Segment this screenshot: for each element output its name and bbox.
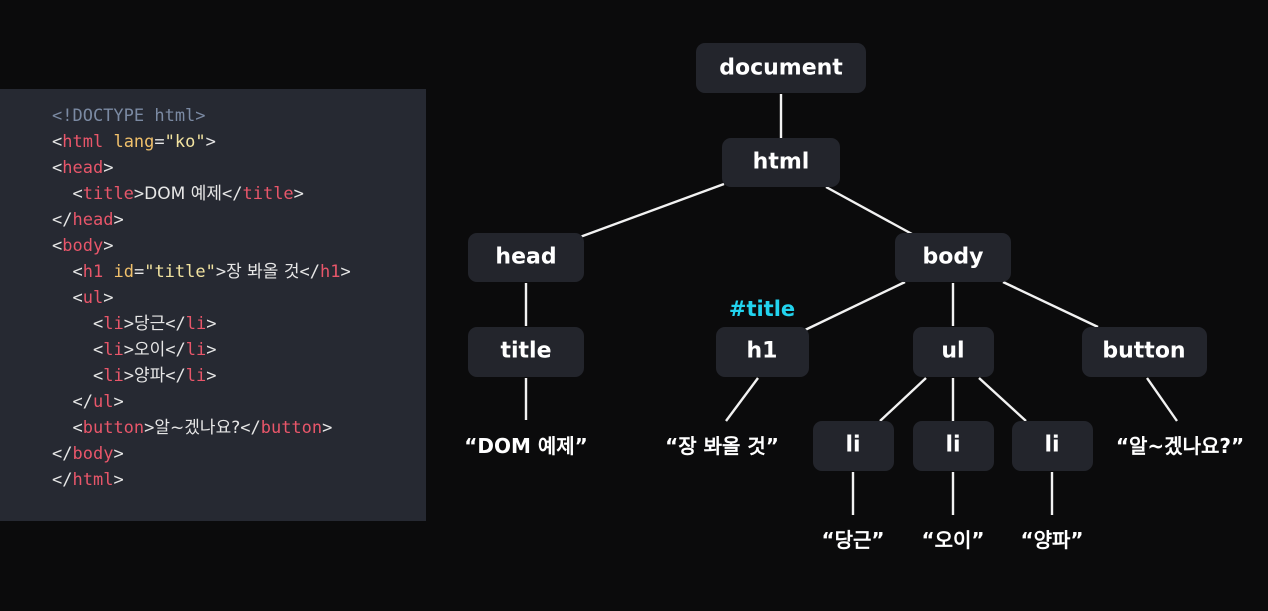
tag-name: ul — [82, 288, 104, 308]
code-panel: <!DOCTYPE html> <html lang="ko"> <head> … — [0, 89, 426, 521]
code-line-body-open: <body> — [52, 236, 114, 256]
text-node-button: “알~겠나요?” — [1116, 434, 1244, 458]
id-label: #title — [729, 297, 795, 321]
tag-name: head — [62, 158, 104, 178]
tag-name: li — [185, 314, 207, 334]
title-text: DOM 예제 — [144, 184, 222, 204]
code-line-head-close: </head> — [52, 210, 124, 230]
tag-name: h1 — [319, 262, 341, 282]
tag-name: li — [103, 366, 124, 386]
text-node-li-2: “오이” — [921, 528, 984, 552]
node-title: title — [468, 327, 584, 377]
code-line-doctype: <!DOCTYPE html> — [52, 103, 206, 129]
code-line-html-open: <html lang="ko"> — [52, 132, 216, 152]
code-line-ul-close: </ul> — [72, 392, 124, 412]
node-li-1: li — [813, 421, 894, 471]
node-document: document — [696, 43, 866, 93]
code-line-button: <button>알~겠나요?</button> — [72, 418, 333, 438]
tag-name: title — [242, 184, 294, 204]
node-label: document — [719, 56, 843, 81]
tag-name: h1 — [82, 262, 104, 282]
node-label: li — [845, 433, 860, 458]
edge-ul-li1 — [879, 377, 927, 422]
tag-name: li — [103, 314, 124, 334]
node-ul: ul — [913, 327, 994, 377]
attr-name: lang — [113, 132, 155, 152]
attr-value: "ko" — [164, 132, 206, 152]
code-line-html-close: </html> — [52, 470, 124, 490]
code-line-title: <title>DOM 예제</title> — [72, 184, 304, 204]
edge-body-h1 — [804, 280, 906, 332]
text-node-title: “DOM 예제” — [464, 434, 588, 458]
node-h1: h1 — [716, 327, 809, 377]
li-text: 당근 — [133, 314, 166, 334]
doctype-text: <!DOCTYPE html> — [52, 106, 206, 126]
tag-name: title — [82, 184, 134, 204]
edge-html-head — [579, 182, 725, 239]
attr-value: "title" — [144, 262, 216, 282]
node-label: button — [1102, 339, 1185, 364]
node-label: li — [1044, 433, 1059, 458]
tag-name: li — [103, 340, 124, 360]
tag-name: head — [72, 210, 114, 230]
code-line-body-close: </body> — [52, 444, 124, 464]
node-li-2: li — [913, 421, 994, 471]
node-li-3: li — [1012, 421, 1093, 471]
text-node-h1: “장 봐올 것” — [665, 434, 779, 458]
edge-html-body — [825, 185, 913, 236]
edge-body-button — [1002, 280, 1099, 329]
text-node-li-3: “양파” — [1020, 528, 1083, 552]
node-html: html — [722, 138, 840, 187]
li-text: 양파 — [133, 366, 166, 386]
edge-ul-li3 — [978, 377, 1027, 422]
tag-name: html — [72, 470, 114, 490]
button-text: 알~겠나요? — [154, 418, 241, 438]
edge-h1-text — [725, 377, 759, 422]
tag-name: button — [82, 418, 145, 438]
tag-name: li — [185, 340, 207, 360]
code-line-li-2: <li>오이</li> — [92, 340, 217, 360]
tag-name: body — [72, 444, 114, 464]
code-line-ul-open: <ul> — [72, 288, 114, 308]
tag-name: li — [185, 366, 207, 386]
tag-name: body — [62, 236, 104, 256]
tag-name: html — [62, 132, 104, 152]
node-label: html — [753, 150, 810, 175]
node-label: ul — [941, 339, 964, 364]
attr-name: id — [113, 262, 134, 282]
code-line-h1: <h1 id="title">장 봐올 것</h1> — [72, 262, 351, 282]
code-line-li-1: <li>당근</li> — [92, 314, 217, 334]
node-label: li — [945, 433, 960, 458]
node-label: body — [923, 245, 984, 270]
edge-button-text — [1146, 377, 1178, 422]
code-line-head-open: <head> — [52, 158, 114, 178]
node-body: body — [895, 233, 1011, 282]
h1-text: 장 봐올 것 — [226, 262, 300, 282]
li-text: 오이 — [133, 340, 166, 360]
node-head: head — [468, 233, 584, 282]
text-node-li-1: “당근” — [821, 528, 884, 552]
node-label: title — [500, 339, 551, 364]
node-label: h1 — [747, 339, 778, 364]
node-label: head — [495, 245, 556, 270]
node-button: button — [1082, 327, 1207, 377]
tag-name: ul — [92, 392, 114, 412]
tag-name: button — [260, 418, 323, 438]
code-line-li-3: <li>양파</li> — [92, 366, 217, 386]
